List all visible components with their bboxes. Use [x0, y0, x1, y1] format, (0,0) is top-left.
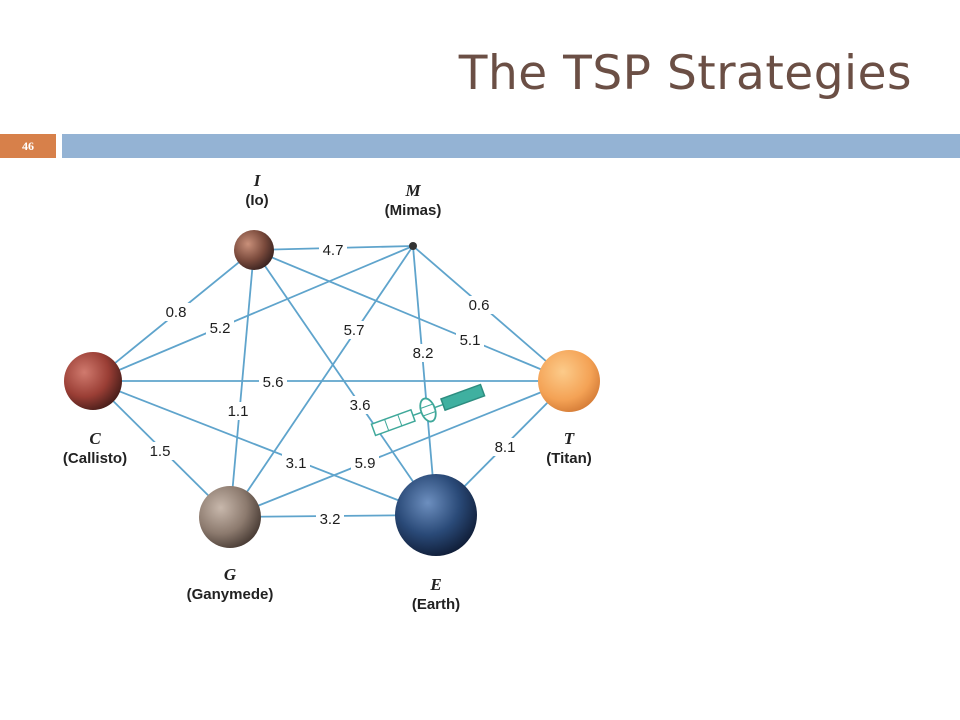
edge-weight-bg	[456, 331, 484, 349]
edge-i-t	[253, 249, 570, 382]
edge-weight-i-m: 4.7	[323, 242, 344, 259]
node-letter-t: T	[564, 429, 575, 448]
edge-weight-bg	[351, 454, 379, 472]
edge-weight-bg	[409, 344, 437, 362]
edge-weight-bg	[146, 442, 174, 460]
edge-weight-c-e: 3.1	[286, 455, 307, 472]
edge-weight-t-e: 8.1	[495, 439, 516, 456]
edge-weight-bg	[206, 319, 234, 337]
edge-weight-i-g: 1.1	[228, 403, 249, 420]
node-letter-i: I	[253, 171, 262, 190]
edge-m-c	[92, 245, 414, 382]
edge-i-e	[253, 249, 437, 516]
header-bar	[62, 134, 960, 158]
node-i	[234, 230, 274, 270]
node-g	[199, 486, 261, 548]
edge-i-g	[229, 249, 255, 518]
node-name-m: (Mimas)	[385, 202, 442, 219]
edge-weight-m-g: 5.7	[344, 322, 365, 339]
node-c	[64, 352, 122, 410]
node-name-g: (Ganymede)	[187, 586, 274, 603]
edge-weight-bg	[316, 510, 344, 528]
edge-weight-bg	[224, 402, 252, 420]
edge-g-t	[229, 380, 570, 518]
node-e	[395, 474, 477, 556]
node-letter-g: G	[224, 565, 237, 584]
edge-weight-bg	[282, 454, 310, 472]
node-letter-c: C	[89, 429, 101, 448]
edge-weight-m-t: 0.6	[469, 297, 490, 314]
edge-weight-g-e: 3.2	[320, 511, 341, 528]
edge-weight-bg	[319, 241, 347, 259]
node-name-e: (Earth)	[412, 596, 460, 613]
edge-weight-c-t: 5.6	[263, 374, 284, 391]
node-name-t: (Titan)	[546, 450, 592, 467]
edge-weight-bg	[491, 438, 519, 456]
satellite-icon	[370, 383, 486, 437]
node-letter-e: E	[429, 575, 441, 594]
edge-c-e	[92, 380, 437, 516]
edge-weight-bg	[465, 296, 493, 314]
slide-title: The TSP Strategies	[458, 46, 912, 101]
node-letter-m: M	[404, 181, 421, 200]
edge-weight-i-e: 3.6	[350, 397, 371, 414]
edge-weight-g-t: 5.9	[355, 455, 376, 472]
edge-weight-bg	[259, 373, 287, 391]
edge-weight-m-c: 5.2	[210, 320, 231, 337]
edge-weight-c-g: 1.5	[150, 443, 171, 460]
edge-weight-m-e: 8.2	[413, 345, 434, 362]
edge-weight-bg	[340, 321, 368, 339]
node-m	[409, 242, 417, 250]
edge-weight-i-c: 0.8	[166, 304, 187, 321]
slide-number: 46	[0, 134, 56, 158]
node-t	[538, 350, 600, 412]
node-name-i: (Io)	[245, 192, 268, 209]
edge-weight-i-t: 5.1	[460, 332, 481, 349]
edge-weight-bg	[346, 396, 374, 414]
edge-weight-bg	[162, 303, 190, 321]
node-name-c: (Callisto)	[63, 450, 127, 467]
